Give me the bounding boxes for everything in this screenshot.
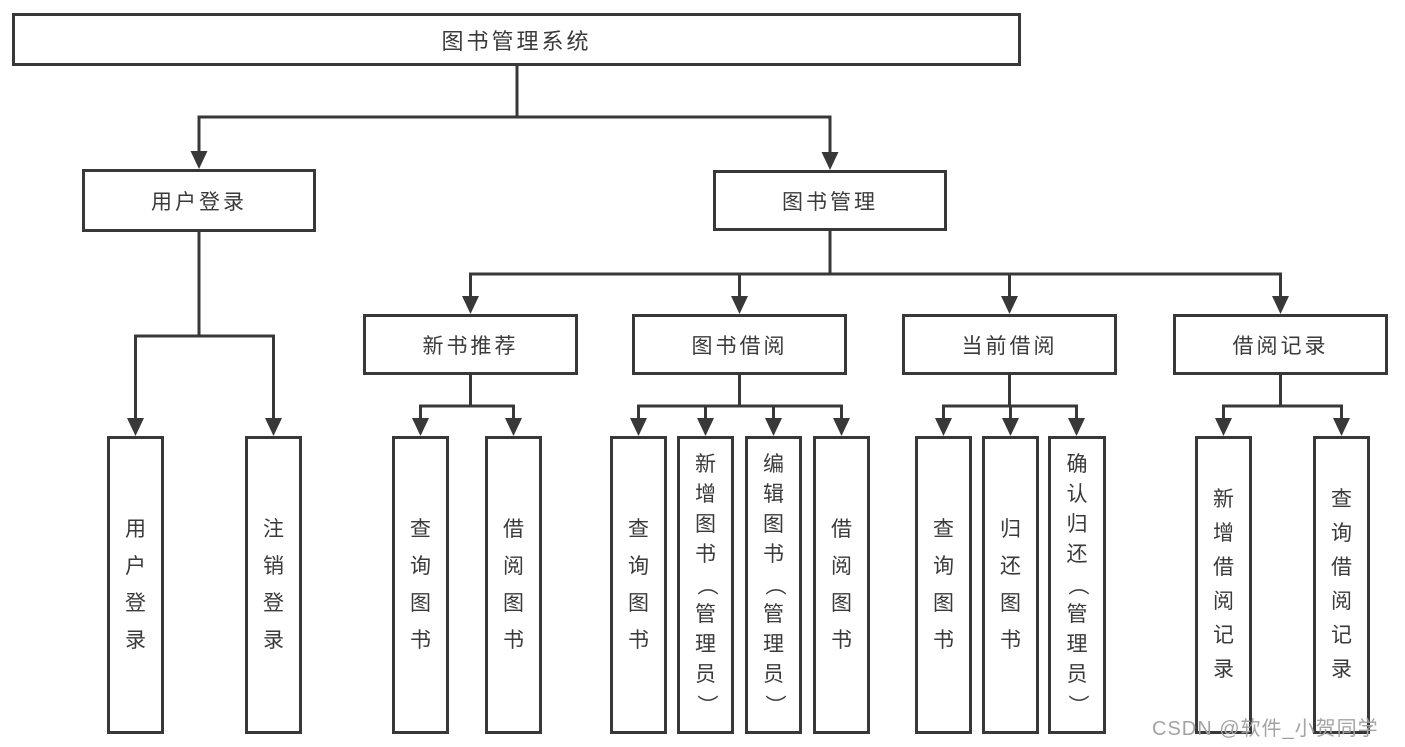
leaf-user-login: 用户登录 xyxy=(107,436,164,734)
leaf-label: 借阅图书 xyxy=(503,517,524,652)
leaf-label: 借阅图书 xyxy=(831,517,852,652)
leaf-query-books-recommend: 查询图书 xyxy=(392,436,449,734)
node-user-login: 用户登录 xyxy=(82,169,316,232)
leaf-label: 新增借阅记录 xyxy=(1213,488,1234,681)
leaf-query-borrow-record: 查询借阅记录 xyxy=(1313,436,1370,734)
leaf-add-books-admin: 新增图书（管理员） xyxy=(677,436,734,734)
node-borrowing-records: 借阅记录 xyxy=(1173,314,1388,375)
leaf-label: 编辑图书（管理员） xyxy=(762,453,786,716)
leaf-label: 用户登录 xyxy=(125,517,146,652)
node-label: 图书借阅 xyxy=(691,334,788,358)
leaf-label: 查询图书 xyxy=(410,517,431,652)
leaf-borrow-books-recommend: 借阅图书 xyxy=(485,436,542,734)
csdn-watermark: CSDN @软件_小贺同学 xyxy=(1152,718,1379,740)
leaf-query-books-borrow: 查询图书 xyxy=(610,436,667,734)
leaf-edit-books-admin: 编辑图书（管理员） xyxy=(745,436,802,734)
leaf-borrow-books: 借阅图书 xyxy=(813,436,870,734)
leaf-label: 注销登录 xyxy=(263,517,284,652)
leaf-label: 查询图书 xyxy=(933,517,954,652)
leaf-label: 查询借阅记录 xyxy=(1331,488,1352,681)
node-label: 用户登录 xyxy=(151,190,247,214)
node-current-borrowing: 当前借阅 xyxy=(902,314,1117,375)
leaf-label: 确认归还（管理员） xyxy=(1066,453,1089,716)
node-label: 图书管理系统 xyxy=(441,28,592,54)
leaf-label: 查询图书 xyxy=(628,517,649,652)
node-book-management: 图书管理 xyxy=(713,170,947,231)
leaf-logout: 注销登录 xyxy=(245,436,302,734)
leaf-confirm-return-admin: 确认归还（管理员） xyxy=(1048,436,1106,734)
leaf-return-books: 归还图书 xyxy=(982,436,1039,734)
leaf-add-borrow-record: 新增借阅记录 xyxy=(1195,436,1252,734)
leaf-query-books-current: 查询图书 xyxy=(915,436,972,734)
node-library-system: 图书管理系统 xyxy=(12,13,1021,66)
node-book-borrowing: 图书借阅 xyxy=(632,314,847,375)
leaf-label: 归还图书 xyxy=(1000,517,1021,652)
node-label: 图书管理 xyxy=(782,190,878,214)
leaf-label: 新增图书（管理员） xyxy=(694,453,718,716)
node-label: 借阅记录 xyxy=(1232,334,1329,358)
node-label: 新书推荐 xyxy=(422,334,519,358)
node-new-book-recommendation: 新书推荐 xyxy=(363,314,578,375)
node-label: 当前借阅 xyxy=(961,334,1058,358)
